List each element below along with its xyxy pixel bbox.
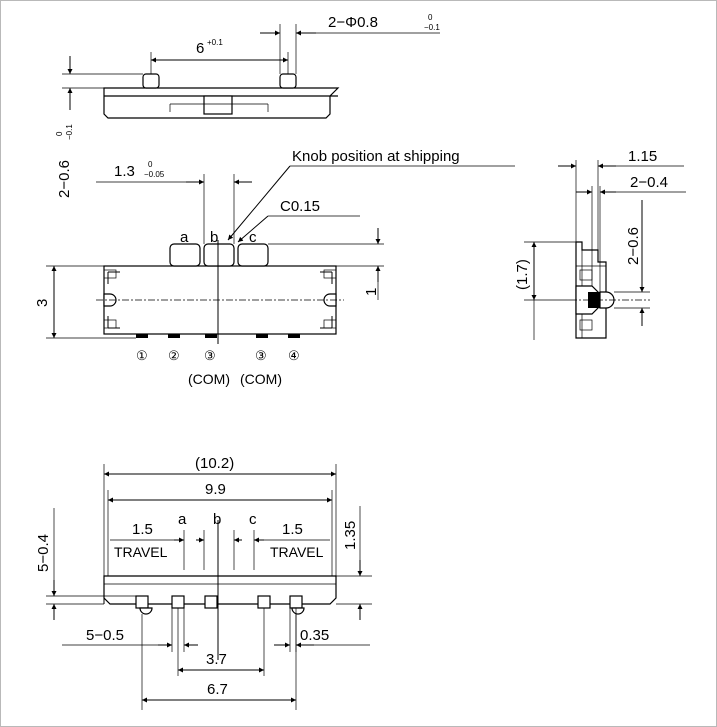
- knob-label-b: b: [210, 229, 218, 246]
- chamfer-label: C0.15: [280, 198, 320, 215]
- side-ref-height-label: (1.7): [514, 259, 531, 290]
- bottom-peg-left: [139, 607, 153, 615]
- knob-position-b: [203, 243, 235, 267]
- front-view: a b c 1.3 0 −0.05 Knob position at shipp…: [34, 148, 515, 387]
- body-height-label: 3: [34, 299, 51, 307]
- top-view: 6 +0.1 2−Φ0.8 0 −0.1 2−0.6 0 −0.1: [55, 13, 440, 198]
- top-spacing-tol: +0.1: [207, 38, 223, 47]
- travel-left-label: TRAVEL: [114, 544, 168, 560]
- travel-right-value: 1.5: [282, 521, 303, 538]
- bottom-lead-offset-label: 0.35: [300, 627, 329, 644]
- knob-position-a: [169, 243, 201, 267]
- bottom-lead-width-label: 5−0.4: [35, 534, 52, 572]
- knob-shipping-note: Knob position at shipping: [292, 148, 460, 165]
- bottom-lead-height-label: 1.35: [342, 521, 359, 550]
- pin-label-1: ①: [136, 348, 148, 363]
- top-hole-tol-upper: 0: [428, 13, 433, 22]
- knob-width-tol-upper: 0: [148, 160, 153, 169]
- knob-label-c: c: [249, 229, 257, 246]
- top-spacing-label: 6: [196, 40, 204, 57]
- top-peg-tol-upper: 0: [55, 131, 64, 136]
- knob-width-tol-lower: −0.05: [144, 170, 165, 179]
- side-view: 1.15 2−0.4 2−0.6 (1.7): [514, 148, 686, 340]
- lead-2: [171, 595, 185, 609]
- knob-width-label: 1.3: [114, 163, 135, 180]
- pin-label-2: ②: [168, 348, 180, 363]
- travel-position-a: a: [178, 511, 187, 528]
- top-peg-label: 2−0.6: [56, 160, 73, 198]
- top-hole-label: 2−Φ0.8: [328, 14, 378, 31]
- com-label-left: (COM): [188, 371, 230, 387]
- bottom-pitch-inner-label: 3.7: [206, 651, 227, 668]
- bottom-peg-right: [291, 607, 305, 615]
- bottom-view: (10.2) 9.9 1.5 TRAVEL 1.5 TRAVEL a b c 5…: [35, 455, 372, 710]
- knob-label-a: a: [180, 229, 189, 246]
- side-hole-label: 2−0.6: [625, 227, 642, 265]
- pin-label-3a: ③: [204, 348, 216, 363]
- knob-position-c: [237, 243, 269, 267]
- travel-left-value: 1.5: [132, 521, 153, 538]
- knob-height-label: 1: [363, 288, 380, 296]
- com-label-right: (COM): [240, 371, 282, 387]
- lead-4: [257, 595, 271, 609]
- top-view-peg-left: [142, 73, 160, 89]
- side-tab-label: 2−0.4: [630, 174, 668, 191]
- pin-label-4: ④: [288, 348, 300, 363]
- lead-5: [289, 595, 303, 609]
- side-thickness-label: 1.15: [628, 148, 657, 165]
- lead-1: [135, 595, 149, 609]
- top-peg-tol-lower: −0.1: [65, 124, 74, 140]
- bottom-overall-label: 9.9: [205, 481, 226, 498]
- top-view-peg-right: [279, 73, 297, 89]
- travel-position-c: c: [249, 511, 257, 528]
- top-hole-tol-lower: −0.1: [424, 23, 440, 32]
- top-view-knob: [203, 95, 233, 115]
- bottom-lead-thickness-label: 5−0.5: [86, 627, 124, 644]
- bottom-pitch-outer-label: 6.7: [207, 681, 228, 698]
- lead-3: [204, 595, 218, 609]
- bottom-overall-ref-label: (10.2): [195, 455, 234, 472]
- travel-position-b: b: [213, 511, 221, 528]
- travel-right-label: TRAVEL: [270, 544, 324, 560]
- pin-label-3b: ③: [255, 348, 267, 363]
